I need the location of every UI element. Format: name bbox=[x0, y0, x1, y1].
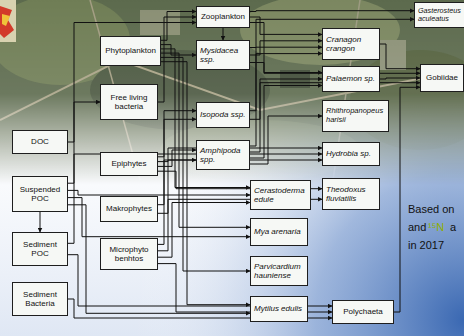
node-text: Hydrobia sp. bbox=[326, 149, 376, 158]
node-text: Palaemon sp. bbox=[326, 74, 376, 83]
food-web-box: Hydrobia sp. bbox=[322, 142, 380, 166]
node-text: Sediment POC bbox=[16, 240, 64, 258]
food-web-box: Palaemon sp. bbox=[322, 66, 380, 92]
food-web-box: Mytilus edulis bbox=[250, 296, 308, 322]
food-web-arrow bbox=[161, 53, 250, 227]
food-web-box: Theodoxus fluviatilis bbox=[322, 178, 380, 210]
node-text: Rhithropanopeus harisii bbox=[326, 107, 385, 124]
node-text: Sediment Bacteria bbox=[16, 290, 64, 308]
food-web-box: Amphipoda spp. bbox=[196, 140, 250, 170]
node-text: Microphyto benhtos bbox=[104, 245, 154, 263]
food-web-box: Mysidacea ssp. bbox=[196, 40, 250, 70]
food-web-arrow bbox=[250, 116, 322, 164]
note-text: ¹⁵N bbox=[428, 221, 444, 234]
food-web-box: Sediment Bacteria bbox=[12, 282, 68, 316]
food-web-arrow bbox=[394, 87, 420, 312]
node-text: Mytilus edulis bbox=[254, 304, 304, 313]
food-web-arrow bbox=[161, 57, 250, 271]
node-text: Free living bacteria bbox=[104, 93, 154, 111]
node-text: Cranagon crangon bbox=[326, 35, 376, 53]
node-text: Epiphytes bbox=[104, 159, 154, 168]
food-web-box: Free living bacteria bbox=[100, 84, 158, 120]
food-web-arrow bbox=[68, 102, 100, 142]
food-web-arrow bbox=[158, 203, 250, 258]
food-web-arrow bbox=[40, 212, 41, 232]
food-web-box: Sediment POC bbox=[12, 232, 68, 266]
node-text: Polychaeta bbox=[336, 307, 390, 316]
food-web-box: DOC bbox=[12, 130, 68, 154]
food-web-box: Polychaeta bbox=[332, 300, 394, 324]
food-web-box: Makrophytes bbox=[100, 196, 158, 222]
food-web-box: Parvicardium hauniense bbox=[250, 256, 308, 286]
food-web-arrow bbox=[68, 198, 250, 237]
food-web-box: Zooplankton bbox=[196, 6, 250, 28]
food-web-arrow bbox=[68, 205, 250, 313]
food-web-arrow bbox=[250, 54, 322, 146]
food-web-box: Cranagon crangon bbox=[322, 28, 380, 60]
food-web-box: Rhithropanopeus harisii bbox=[322, 100, 389, 132]
node-text: Mya arenaria bbox=[254, 227, 304, 236]
food-web-arrow bbox=[161, 12, 196, 41]
food-web-box: Suspended POC bbox=[12, 176, 68, 212]
node-text: Theodoxus fluviatilis bbox=[326, 185, 376, 203]
food-web-arrow bbox=[158, 17, 196, 102]
note-text: and bbox=[408, 221, 426, 234]
node-text: DOC bbox=[16, 137, 64, 146]
food-web-box: Cerastoderma edule bbox=[250, 180, 311, 210]
inset-map bbox=[0, 0, 16, 42]
food-web-box: Epiphytes bbox=[100, 152, 158, 176]
food-web-box: Gasterosteus aculeatus bbox=[414, 2, 464, 28]
food-web-arrow bbox=[223, 28, 224, 40]
node-text: Gobiidae bbox=[424, 73, 460, 82]
food-web-arrow bbox=[250, 10, 414, 12]
food-web-arrow bbox=[250, 41, 322, 55]
node-text: Zooplankton bbox=[200, 12, 246, 21]
food-web-box: Microphyto benhtos bbox=[100, 238, 158, 270]
food-web-box: Gobiidae bbox=[420, 64, 464, 92]
node-text: Isopoda ssp. bbox=[200, 110, 246, 119]
node-text: Suspended POC bbox=[16, 185, 64, 203]
node-text: Phytoplankton bbox=[104, 46, 157, 55]
note-text: a bbox=[450, 221, 456, 234]
node-text: Makrophytes bbox=[104, 204, 154, 213]
note-text: Based on bbox=[408, 203, 454, 216]
node-text: Amphipoda spp. bbox=[200, 146, 246, 164]
food-web-box: Isopoda ssp. bbox=[196, 102, 250, 128]
node-text: Parvicardium hauniense bbox=[254, 262, 304, 280]
food-web-box: Mya arenaria bbox=[250, 218, 308, 246]
food-web-arrow bbox=[68, 190, 250, 195]
food-web-arrow bbox=[380, 44, 420, 69]
food-web-arrow bbox=[161, 62, 250, 305]
food-web-arrow bbox=[158, 160, 322, 244]
node-text: Gasterosteus aculeatus bbox=[418, 7, 463, 24]
node-text: Cerastoderma edule bbox=[254, 186, 307, 204]
note-text: in 2017 bbox=[408, 239, 444, 252]
node-text: Mysidacea ssp. bbox=[200, 46, 246, 64]
food-web-arrow bbox=[250, 86, 322, 159]
food-web-arrow bbox=[380, 78, 420, 79]
food-web-arrow bbox=[68, 23, 196, 184]
food-web-box: Phytoplankton bbox=[100, 36, 161, 66]
